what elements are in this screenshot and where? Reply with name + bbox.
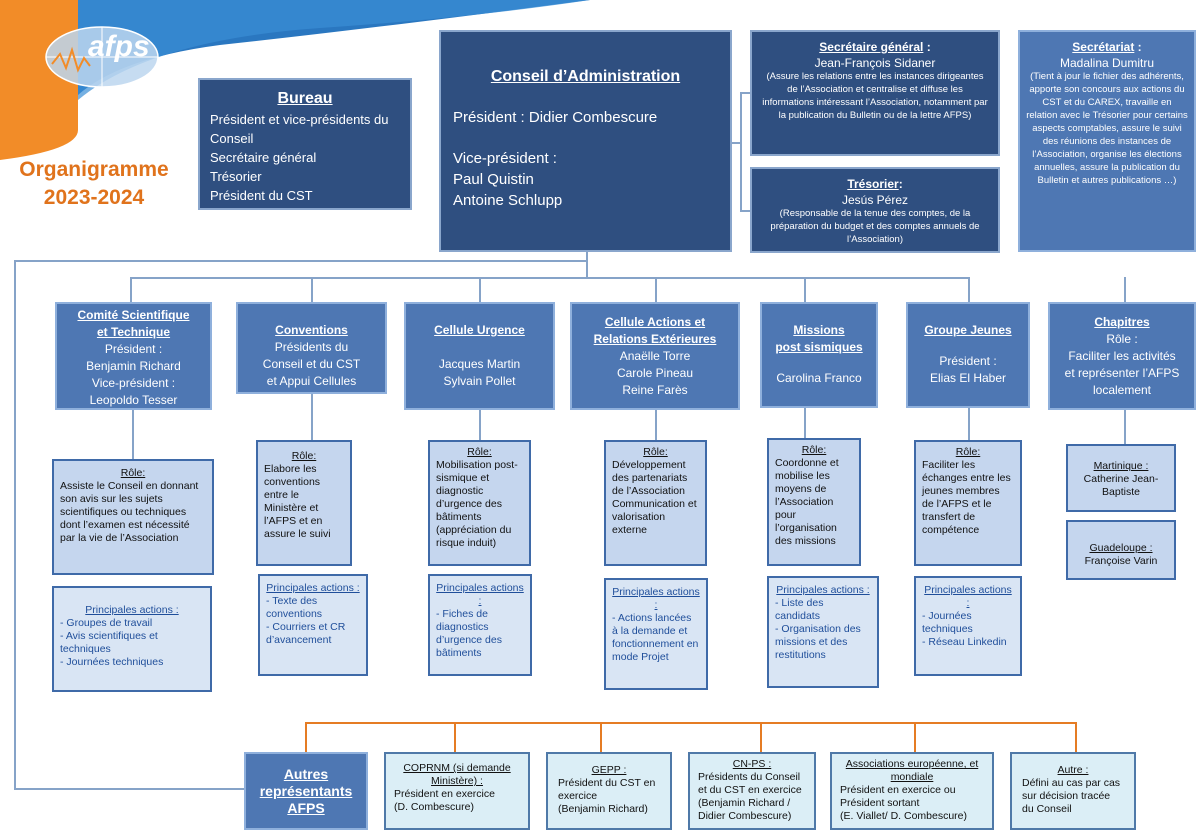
- committee-conventions: Conventions Présidents du Conseil et du …: [236, 302, 387, 394]
- rep-coprnm: COPRNM (si demande Ministère) : Présiden…: [384, 752, 530, 830]
- connector: [804, 408, 806, 438]
- role-urgence: Rôle: Mobilisation post-sismique et diag…: [428, 440, 531, 566]
- conseil-title: Conseil d’Administration: [490, 68, 681, 85]
- conseil-box: Conseil d’Administration Président : Did…: [439, 30, 732, 252]
- globe-icon: [45, 26, 159, 88]
- chapitre-martinique: Martinique : Catherine Jean-Baptiste: [1066, 444, 1176, 512]
- connector: [14, 788, 246, 790]
- connector: [479, 410, 481, 440]
- connector: [454, 722, 456, 752]
- rep-associations: Associations européenne, et mondiale Pré…: [830, 752, 994, 830]
- connector: [311, 277, 313, 305]
- connector: [132, 410, 134, 460]
- actions-cst: Principales actions : - Groupes de trava…: [52, 586, 212, 692]
- rep-autre: Autre : Défini au cas par cas sur décisi…: [1010, 752, 1136, 830]
- role-cst: Rôle: Assiste le Conseil en donnant son …: [52, 459, 214, 575]
- committee-urgence: Cellule Urgence Jacques Martin Sylvain P…: [404, 302, 555, 410]
- committee-cst: Comité Scientifique et Technique Préside…: [55, 302, 212, 410]
- connector: [130, 277, 970, 279]
- committee-chapitres: Chapitres Rôle : Faciliter les activités…: [1048, 302, 1196, 410]
- connector: [740, 92, 742, 210]
- actions-missions: Principales actions : - Liste des candid…: [767, 576, 879, 688]
- connector: [130, 277, 132, 305]
- connector: [1075, 722, 1077, 752]
- connector: [305, 722, 307, 752]
- bureau-box: Bureau Président et vice-présidents du C…: [198, 78, 412, 210]
- connector: [740, 92, 752, 94]
- connector: [479, 277, 481, 305]
- connector: [760, 722, 762, 752]
- connector: [586, 250, 588, 278]
- connector: [655, 277, 657, 305]
- actions-jeunes: Principales actions : - Journées techniq…: [914, 576, 1022, 676]
- actions-urgence: Principales actions : - Fiches de diagno…: [428, 574, 532, 676]
- autres-representants-box: Autres représentants AFPS: [244, 752, 368, 830]
- connector: [655, 410, 657, 440]
- connector: [600, 722, 602, 752]
- connector: [305, 722, 1077, 724]
- connector: [311, 392, 313, 440]
- committee-missions: Missions post sismiques Carolina Franco: [760, 302, 878, 408]
- actions-actions: Principales actions : - Actions lancées …: [604, 578, 708, 690]
- actions-conventions: Principales actions : - Texte des conven…: [258, 574, 368, 676]
- role-conventions: Rôle: Elabore les conventions entre le M…: [256, 440, 352, 566]
- role-missions: Rôle: Coordonne et mobilise les moyens d…: [767, 438, 861, 566]
- secretariat-box: Secrétariat : Madalina Dumitru (Tient à …: [1018, 30, 1196, 252]
- connector: [914, 722, 916, 752]
- role-jeunes: Rôle: Faciliter les échanges entre les j…: [914, 440, 1022, 566]
- committee-actions: Cellule Actions et Relations Extérieures…: [570, 302, 740, 410]
- logo-text: afps: [88, 30, 150, 63]
- connector: [968, 408, 970, 440]
- connector: [804, 277, 806, 305]
- role-actions: Rôle: Développement des partenariats de …: [604, 440, 707, 566]
- connector: [968, 277, 970, 305]
- connector: [732, 142, 742, 144]
- rep-cnps: CN-PS : Présidents du Conseil et du CST …: [688, 752, 816, 830]
- connector: [1124, 277, 1126, 305]
- bureau-title: Bureau: [277, 90, 333, 107]
- connector: [14, 260, 16, 790]
- rep-gepp: GEPP : Président du CST en exercice (Ben…: [546, 752, 672, 830]
- connector: [14, 260, 588, 262]
- committee-jeunes: Groupe Jeunes Président : Elias El Haber: [906, 302, 1030, 408]
- connector: [1124, 410, 1126, 444]
- page-title: Organigramme 2023-2024: [19, 158, 169, 209]
- secretaire-general-box: Secrétaire général : Jean-François Sidan…: [750, 30, 1000, 156]
- tresorier-box: Trésorier: Jesús Pérez (Responsable de l…: [750, 167, 1000, 253]
- connector: [740, 210, 752, 212]
- chapitre-guadeloupe: Guadeloupe : Françoise Varin: [1066, 520, 1176, 580]
- afps-logo: afps: [42, 24, 168, 90]
